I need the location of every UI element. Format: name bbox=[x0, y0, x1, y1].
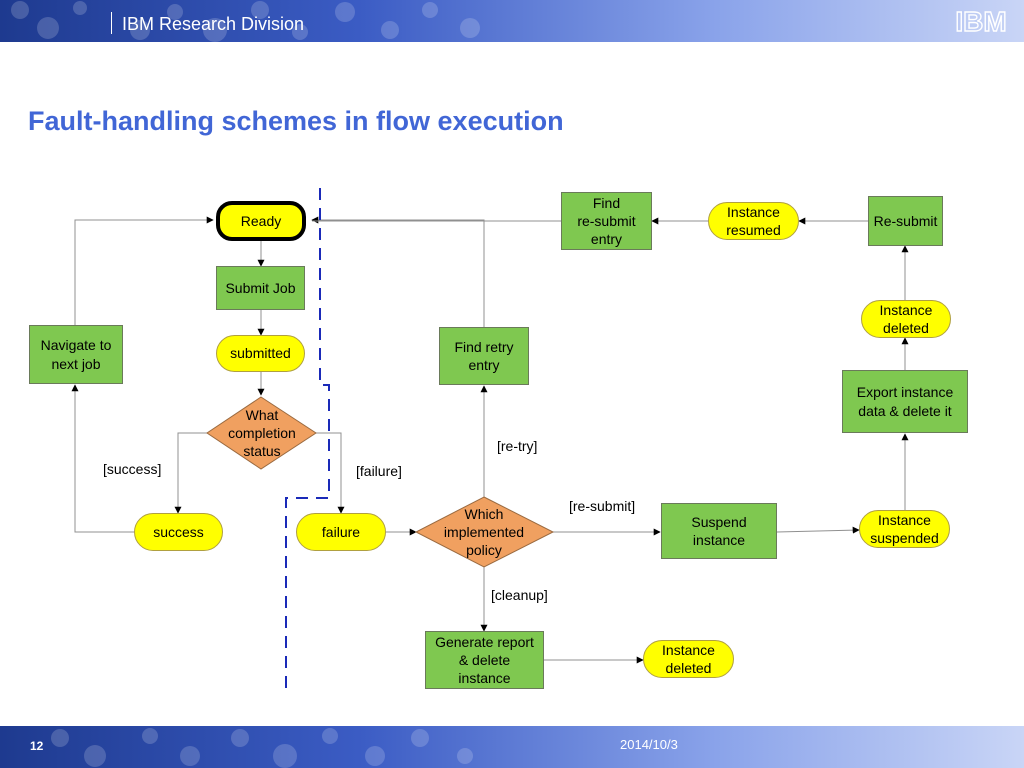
dashed-boundary-line bbox=[285, 188, 330, 690]
header-dot-pattern bbox=[11, 1, 480, 42]
instance-suspended-state: Instance suspended bbox=[859, 510, 950, 548]
edge-label-retry: [re-try] bbox=[497, 438, 538, 454]
decision-implemented-policy bbox=[414, 496, 555, 568]
completion-status-label: What completion status bbox=[228, 406, 296, 460]
implemented-policy-label: Which implemented policy bbox=[443, 505, 525, 559]
edge-label-failure: [failure] bbox=[356, 463, 402, 479]
find-resubmit-entry-step: Find re-submit entry bbox=[561, 192, 652, 250]
instance-resumed-state: Instance resumed bbox=[708, 202, 799, 240]
failure-state: failure bbox=[296, 513, 386, 551]
edge-suspend-suspended bbox=[776, 526, 860, 534]
footer-bar: 12 2014/10/3 bbox=[0, 726, 1024, 768]
instance-deleted-state-bottom: Instance deleted bbox=[643, 640, 734, 678]
find-retry-entry-step: Find retry entry bbox=[439, 327, 529, 385]
edge-label-cleanup: [cleanup] bbox=[491, 587, 548, 603]
edge-decision-success bbox=[174, 432, 207, 514]
submitted-state: submitted bbox=[216, 335, 305, 372]
edge-label-resubmit: [re-submit] bbox=[569, 498, 636, 514]
resubmit-step: Re-submit bbox=[868, 196, 943, 246]
division-name: IBM Research Division bbox=[122, 14, 305, 34]
navigate-next-job-step: Navigate to next job bbox=[29, 325, 123, 384]
header-bar: IBM Research Division IBM bbox=[0, 0, 1024, 42]
edge-decision-failure bbox=[316, 432, 345, 514]
edge-success-navigate bbox=[71, 384, 134, 533]
success-state: success bbox=[134, 513, 223, 551]
slide-title: Fault-handling schemes in flow execution bbox=[28, 106, 564, 136]
export-instance-step: Export instance data & delete it bbox=[842, 370, 968, 433]
suspend-instance-step: Suspend instance bbox=[661, 503, 777, 559]
ready-state: Ready bbox=[216, 201, 306, 241]
submit-job-step: Submit Job bbox=[216, 266, 305, 310]
slide-date: 2014/10/3 bbox=[620, 737, 678, 752]
svg-text:IBM: IBM bbox=[955, 6, 1006, 36]
ibm-logo: IBM bbox=[955, 6, 1008, 36]
footer-dot-pattern bbox=[51, 728, 473, 768]
edge-navigate-ready bbox=[74, 216, 214, 325]
instance-deleted-state-top: Instance deleted bbox=[861, 300, 951, 338]
edge-label-success: [success] bbox=[103, 461, 162, 477]
generate-report-step: Generate report & delete instance bbox=[425, 631, 544, 689]
header-separator bbox=[111, 12, 112, 34]
page-number: 12 bbox=[30, 739, 44, 753]
edge-findretry-ready bbox=[311, 216, 485, 327]
decision-completion-status bbox=[206, 396, 317, 470]
